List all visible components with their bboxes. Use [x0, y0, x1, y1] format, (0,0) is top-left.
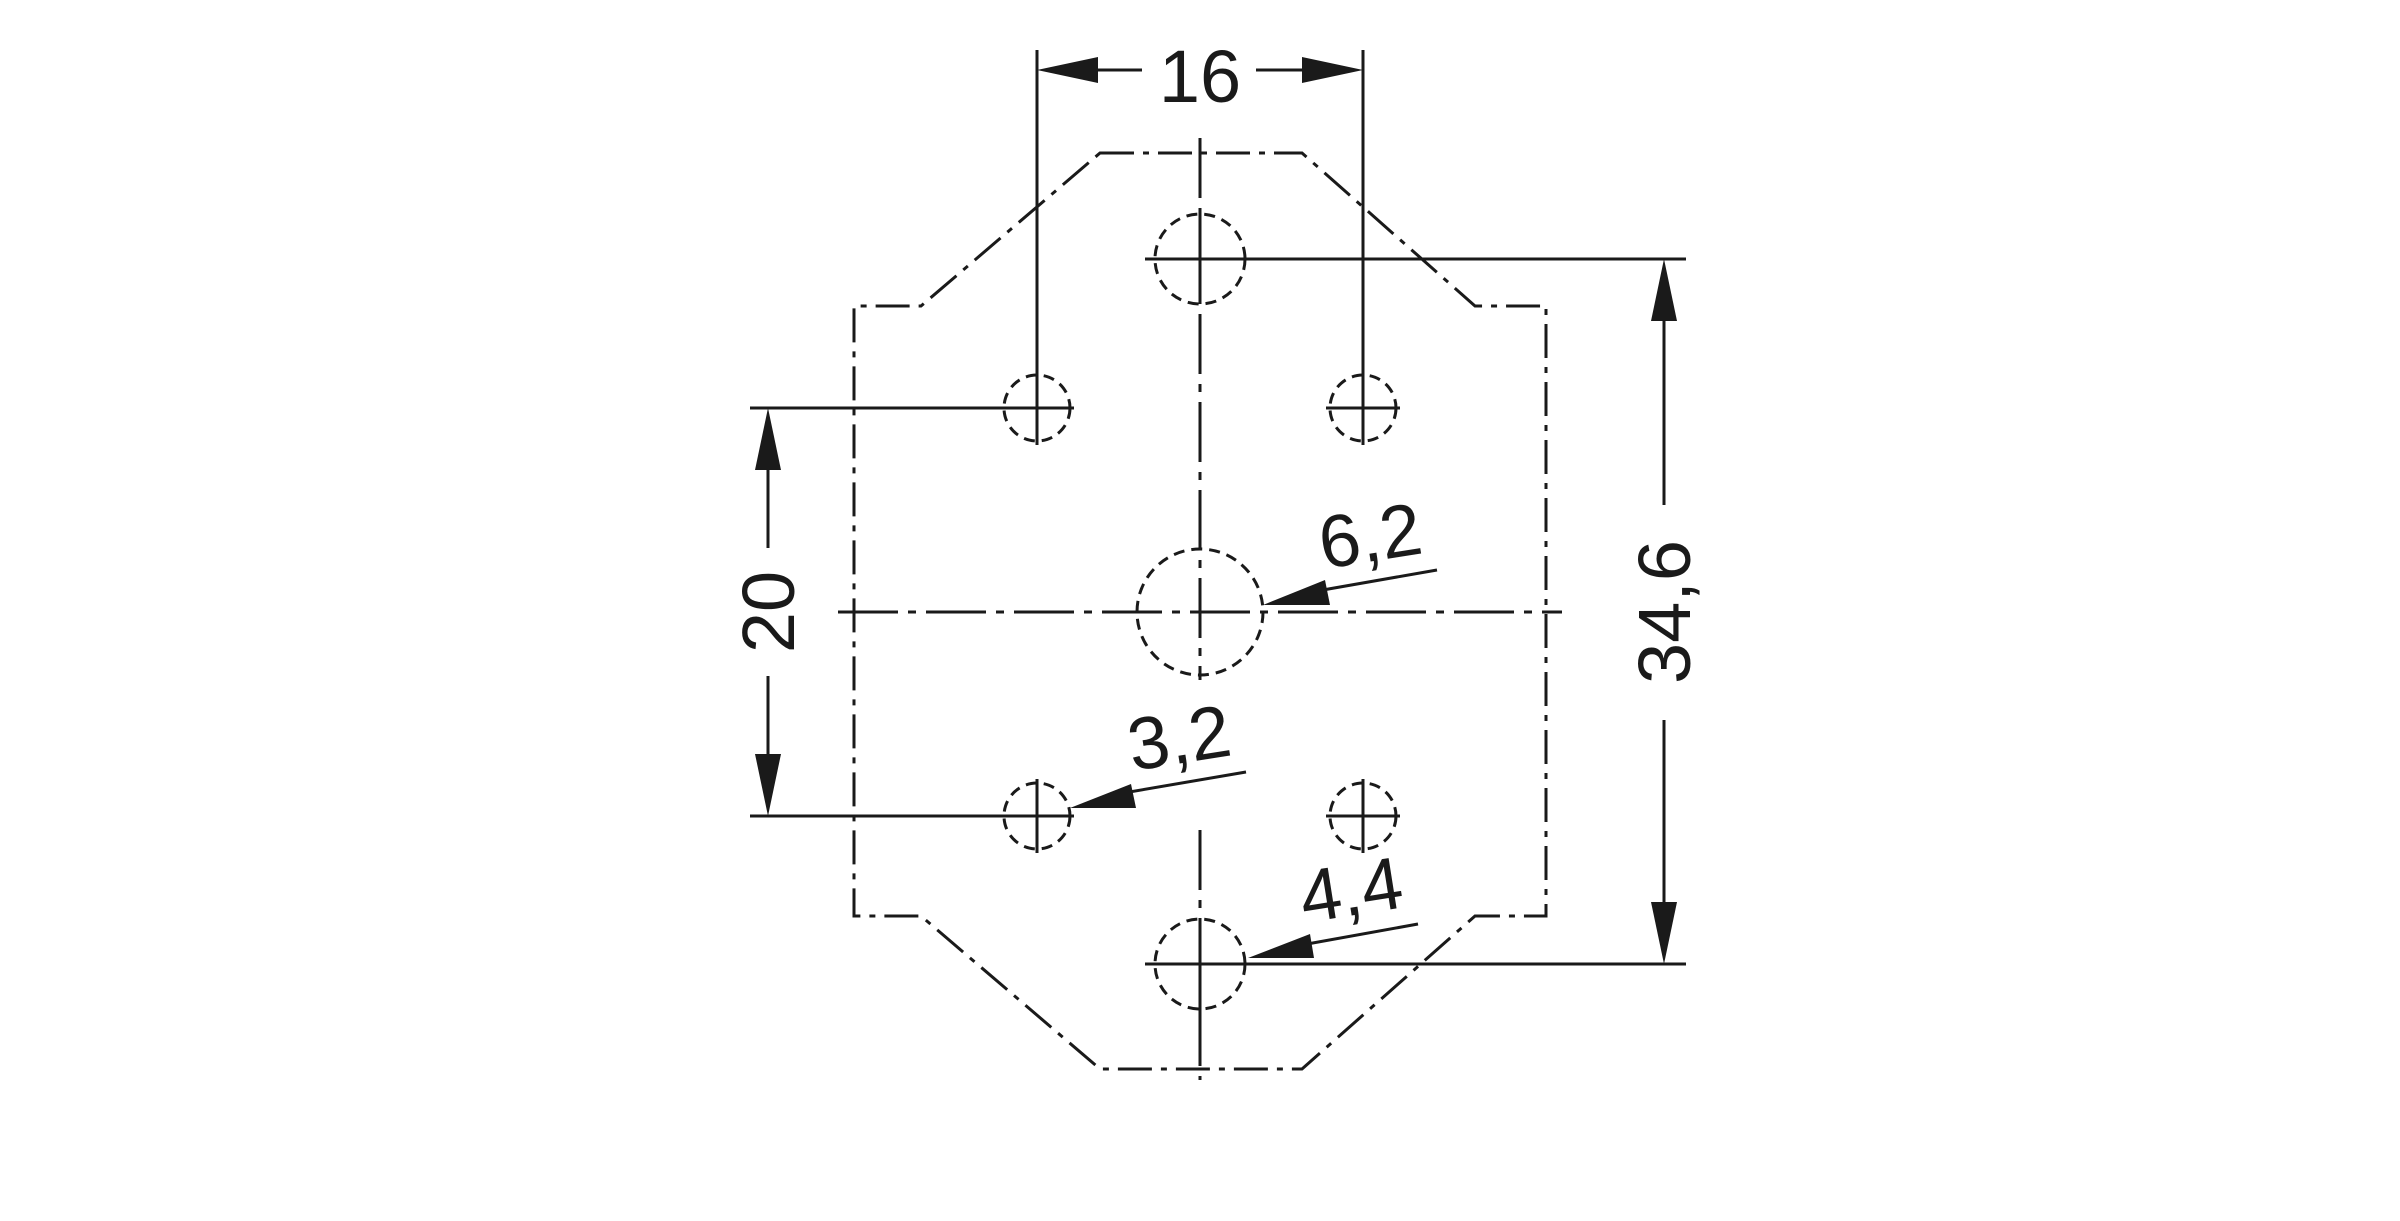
arrowhead: [1263, 580, 1330, 605]
arrowhead-top: [755, 408, 781, 470]
dimension-label-16: 16: [1159, 35, 1241, 118]
arrowhead: [1248, 934, 1314, 958]
hole-top: [1145, 212, 1255, 306]
arrowhead-left: [1037, 57, 1098, 83]
dimension-label-20: 20: [727, 571, 810, 653]
arrowhead-right: [1302, 57, 1363, 83]
leader-4-4: 4,4: [1248, 841, 1419, 958]
leader-6-2: 6,2: [1263, 487, 1438, 605]
dimension-label-3-2: 3,2: [1122, 689, 1237, 787]
dimension-label-6-2: 6,2: [1313, 487, 1428, 585]
hole-bottom: [1145, 917, 1255, 1011]
panel-outline: [852, 151, 1548, 1071]
hole-upper-left: [1000, 371, 1074, 445]
arrowhead-top: [1651, 259, 1677, 321]
hole-lower-left: [1000, 779, 1074, 853]
arrowhead: [1070, 784, 1136, 808]
leader-3-2: 3,2: [1070, 689, 1247, 808]
dimension-20: 20: [727, 406, 1004, 818]
dimension-label-34-6: 34,6: [1623, 540, 1706, 684]
hole-upper-right: [1326, 371, 1400, 445]
hole-center: [1135, 547, 1265, 677]
dimension-16: 16: [1035, 35, 1365, 375]
hole-lower-right: [1326, 779, 1400, 853]
arrowhead-bottom: [755, 754, 781, 816]
dimension-label-4-4: 4,4: [1294, 841, 1409, 939]
arrowhead-bottom: [1651, 902, 1677, 964]
dimension-34-6: 34,6: [1248, 257, 1706, 966]
